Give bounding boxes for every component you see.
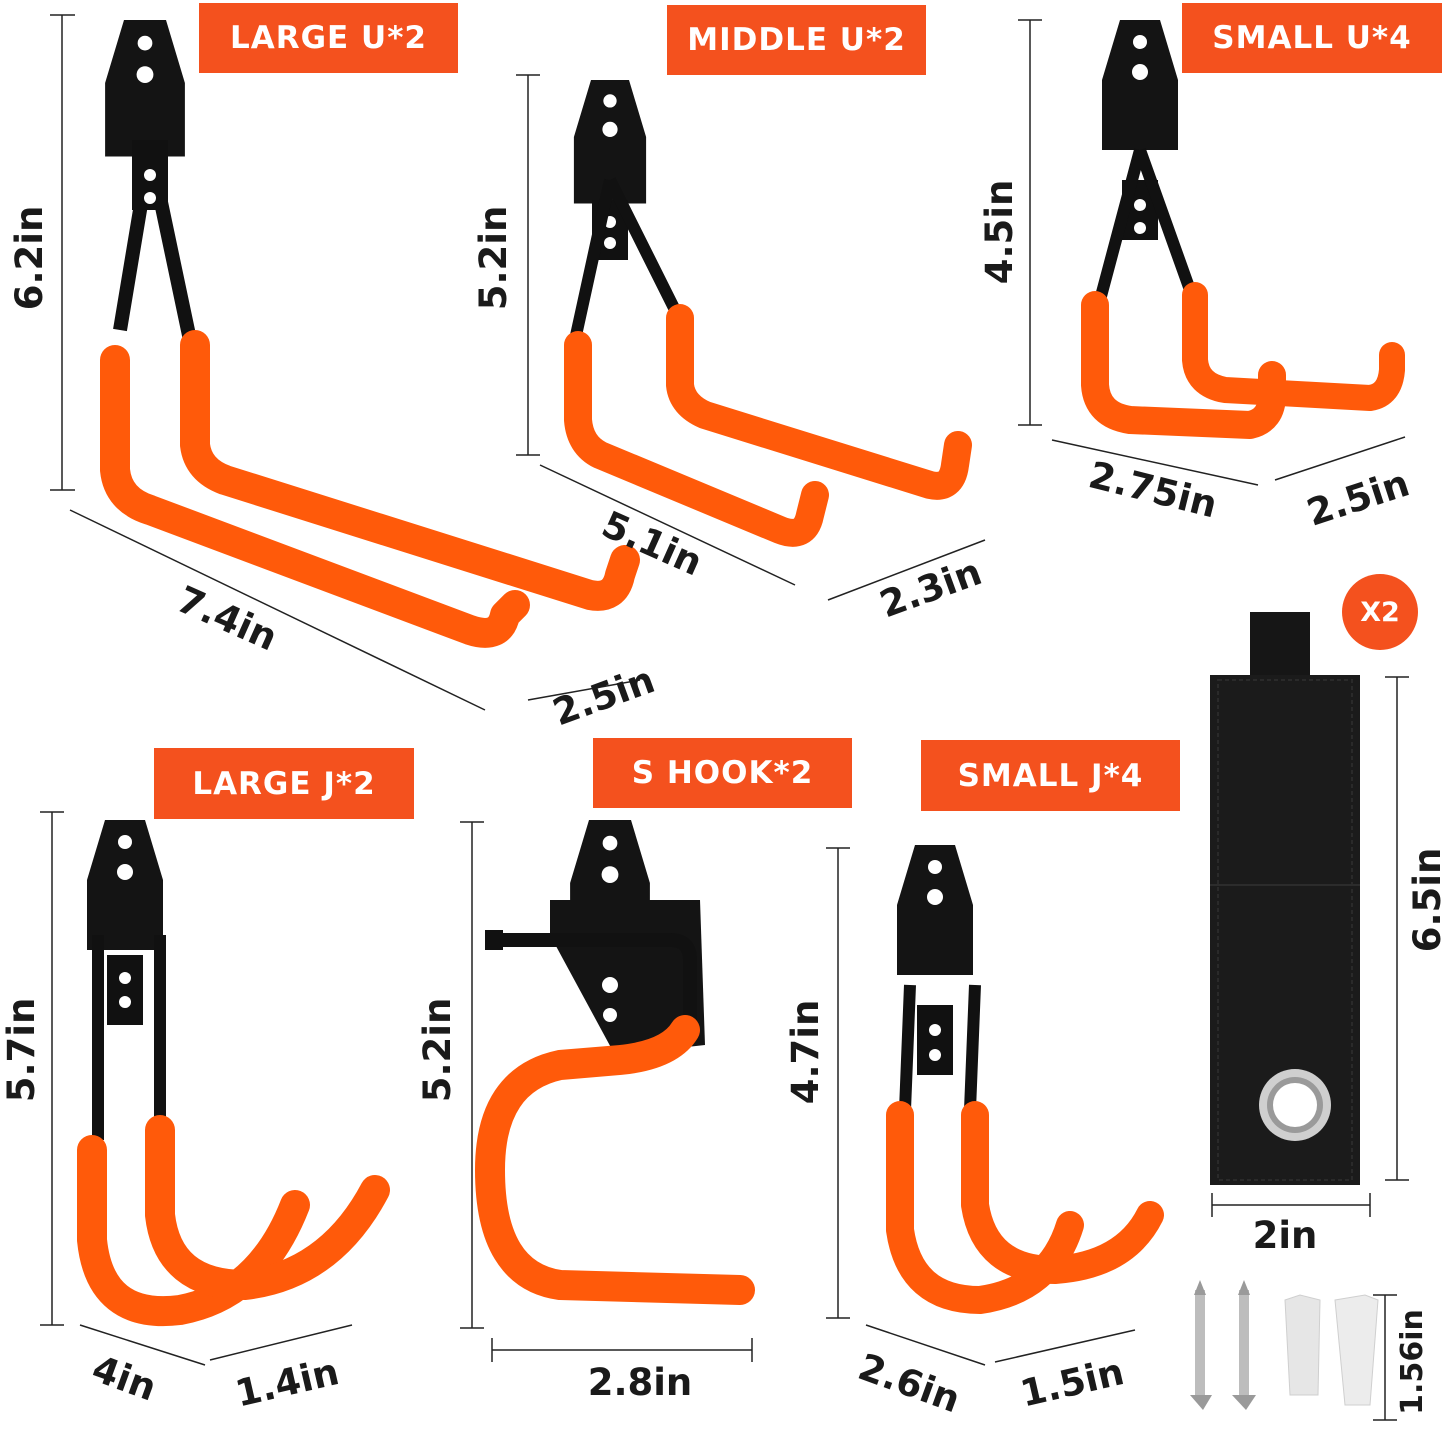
strap-quantity-badge: X2 — [1342, 574, 1418, 650]
screw-length-label: 1.56in — [1395, 1309, 1430, 1415]
large-j-length-label: 4in — [86, 1347, 162, 1410]
large-j-badge: LARGE J*2 — [154, 748, 414, 819]
s-hook-width-label: 2.8in — [588, 1361, 693, 1404]
small-u-hook — [1081, 20, 1405, 439]
small-u-width-label: 2.5in — [1302, 462, 1415, 535]
small-j-height-label: 4.7in — [784, 1000, 827, 1105]
strap-height-label: 6.5in — [1406, 848, 1445, 953]
hardware — [1190, 1280, 1379, 1410]
small-j-width-label: 1.5in — [1016, 1350, 1128, 1415]
small-u-length-label: 2.75in — [1085, 453, 1222, 526]
strap — [1210, 612, 1360, 1185]
small-j-length-label: 2.6in — [853, 1345, 966, 1421]
small-u-badge: SMALL U*4 — [1182, 3, 1442, 73]
large-j-width-label: 1.4in — [231, 1350, 343, 1415]
s-hook-badge: S HOOK*2 — [593, 738, 852, 808]
small-j-badge: SMALL J*4 — [921, 740, 1180, 811]
large-u-hook — [100, 20, 640, 648]
middle-u-badge: MIDDLE U*2 — [667, 5, 926, 75]
large-u-height-label: 6.2in — [8, 206, 51, 311]
strap-width-label: 2in — [1253, 1214, 1318, 1257]
large-j-hook — [77, 820, 390, 1327]
dimension-lines — [40, 14, 1409, 1421]
large-u-badge: LARGE U*2 — [199, 3, 458, 73]
small-u-height-label: 4.5in — [978, 180, 1021, 285]
middle-u-hook — [564, 80, 972, 547]
large-j-height-label: 5.7in — [0, 998, 43, 1103]
s-hook — [475, 820, 755, 1305]
small-j-hook — [886, 845, 1164, 1314]
middle-u-height-label: 5.2in — [472, 206, 515, 311]
s-hook-height-label: 5.2in — [416, 998, 459, 1103]
middle-u-width-label: 2.3in — [874, 550, 987, 626]
large-u-width-label: 2.5in — [547, 658, 660, 734]
large-u-length-label: 7.4in — [171, 578, 284, 660]
